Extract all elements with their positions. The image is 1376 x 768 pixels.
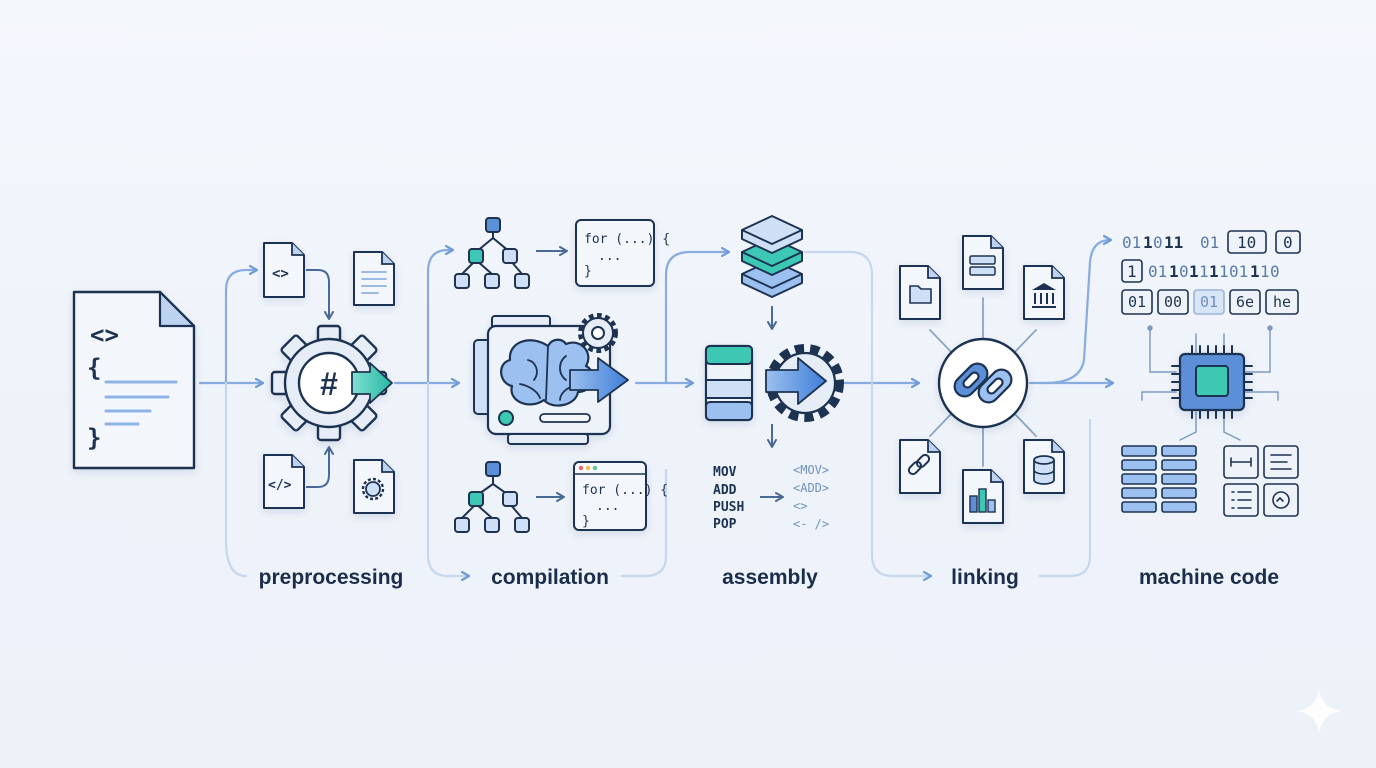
header-file-glyph: <>: [272, 266, 289, 282]
binary-2-b: 01: [1148, 262, 1167, 281]
instruction-pop: POP: [713, 517, 737, 532]
text-document-icon: [353, 251, 395, 306]
flow-branch-down-compilation: [426, 381, 468, 576]
library-file-icon: [1023, 265, 1065, 320]
binary-row-3: 01 00 01 6e he: [1128, 293, 1291, 311]
binary-row-3-boxes: [1121, 289, 1299, 315]
token-close: <- />: [793, 517, 829, 531]
flow-linking-return: [1038, 418, 1092, 578]
preprocess-arrow-up: [306, 446, 334, 488]
instruction-push: PUSH: [713, 500, 744, 515]
source-file-icon: [72, 290, 196, 470]
instruction-mov: MOV: [713, 465, 737, 480]
binary-box-1-f: [1227, 230, 1267, 254]
preprocessor-gear-icon: [270, 324, 388, 442]
code-bottom-line-2: ...: [596, 499, 619, 514]
source-brace-close: }: [87, 424, 101, 452]
flow-branch-down-preprocessing: [224, 381, 248, 578]
code-bottom-line-3: }: [582, 514, 590, 529]
binary-3-a: 01: [1128, 293, 1146, 311]
flow-connectors: [198, 240, 1112, 578]
stage-label-preprocessing: preprocessing: [259, 566, 404, 589]
code-window-bottom: [573, 461, 647, 531]
archive-file-icon: [962, 235, 1004, 290]
binary-box-1-g: [1275, 230, 1301, 254]
binary-3-e: he: [1273, 293, 1291, 311]
source-file-small-glyph: </>: [268, 478, 292, 493]
stage-label-compilation: compilation: [491, 566, 609, 589]
assembly-output-arrow-icon: [765, 357, 827, 405]
binary-1-a: 01: [1122, 233, 1141, 252]
flow-branch-up-preprocessing: [224, 270, 256, 385]
binary-2-j: 1: [1250, 262, 1260, 281]
binary-box-2-a: [1121, 259, 1143, 283]
link-file-icon: [899, 439, 941, 494]
binary-2-g: 1: [1209, 262, 1219, 281]
source-code-glyph: <>: [90, 321, 119, 349]
binary-2-l: 0: [1270, 262, 1280, 281]
cpu-chip-icon: [1171, 345, 1253, 419]
database-file-icon: [1023, 439, 1065, 494]
flow-branch-up-compilation: [426, 250, 452, 385]
source-brace-open: {: [87, 354, 101, 382]
code-top-line-3: }: [584, 264, 592, 279]
binary-3-c: 01: [1200, 293, 1218, 311]
binary-3-d: 6e: [1236, 293, 1254, 311]
binary-row-2: 1 01 1 0 1 1 1 1 01 1 1 0: [1127, 262, 1280, 281]
compiler-small-gear-icon: [578, 313, 618, 353]
binary-1-g: 0: [1283, 233, 1293, 252]
binary-1-e: 01: [1200, 233, 1219, 252]
assembly-stack-icon: [704, 344, 754, 422]
object-file-icon: [962, 469, 1004, 524]
stage-label-machine-code: machine code: [1139, 566, 1279, 589]
binary-2-k: 1: [1260, 262, 1270, 281]
flow-branch-up-assembly: [664, 252, 728, 385]
instruction-add: ADD: [713, 483, 737, 498]
code-bottom-line-1: for (...) {: [582, 483, 668, 498]
binary-2-i: 01: [1229, 262, 1248, 281]
flow-linking-bottom: [870, 381, 930, 576]
memory-table-icon: [1121, 445, 1197, 513]
binary-1-d: 11: [1164, 233, 1183, 252]
stage-label-assembly: assembly: [722, 566, 818, 589]
binary-row-1: 01 1 0 11 01: [1122, 233, 1219, 252]
code-window-top: [575, 219, 655, 287]
folder-file-icon: [899, 265, 941, 320]
compilation-output-arrow-icon: [569, 357, 629, 403]
token-empty: <>: [793, 499, 807, 513]
source-code-lines: [104, 380, 178, 426]
binary-1-f: 10: [1237, 233, 1256, 252]
binary-3-b: 00: [1164, 293, 1182, 311]
stage-label-linking: linking: [951, 566, 1019, 589]
syntax-tree-top-icon: [454, 217, 530, 289]
header-file-icon: [263, 242, 305, 298]
config-file-icon: [353, 459, 395, 514]
binary-1-b: 1: [1143, 233, 1153, 252]
binary-2-d: 0: [1179, 262, 1189, 281]
binary-1-c: 0: [1153, 233, 1163, 252]
syntax-tree-bottom-icon: [454, 461, 530, 533]
register-tiles-icon: [1223, 445, 1299, 517]
sparkle-icon: [1297, 688, 1341, 734]
binary-2-c: 1: [1169, 262, 1179, 281]
chain-link-icon: [953, 362, 1013, 404]
code-top-line-2: ...: [598, 249, 621, 264]
preprocessing-output-arrow-icon: [351, 362, 393, 404]
binary-2-h: 1: [1219, 262, 1229, 281]
token-add: <ADD>: [793, 481, 829, 495]
flow-assembly-top-return: [803, 250, 874, 385]
binary-2-a: 1: [1127, 262, 1137, 281]
binary-2-e: 1: [1189, 262, 1199, 281]
flow-branch-up-machine: [1044, 240, 1110, 385]
hash-symbol: #: [320, 366, 338, 402]
source-file-small-icon: [263, 454, 305, 509]
token-mov: <MOV>: [793, 463, 829, 477]
binary-2-f: 1: [1199, 262, 1209, 281]
preprocess-arrow-down: [306, 269, 334, 320]
code-top-line-1: for (...) {: [584, 232, 670, 247]
flow-compilation-return: [620, 468, 668, 578]
stacked-layers-icon: [741, 215, 803, 298]
